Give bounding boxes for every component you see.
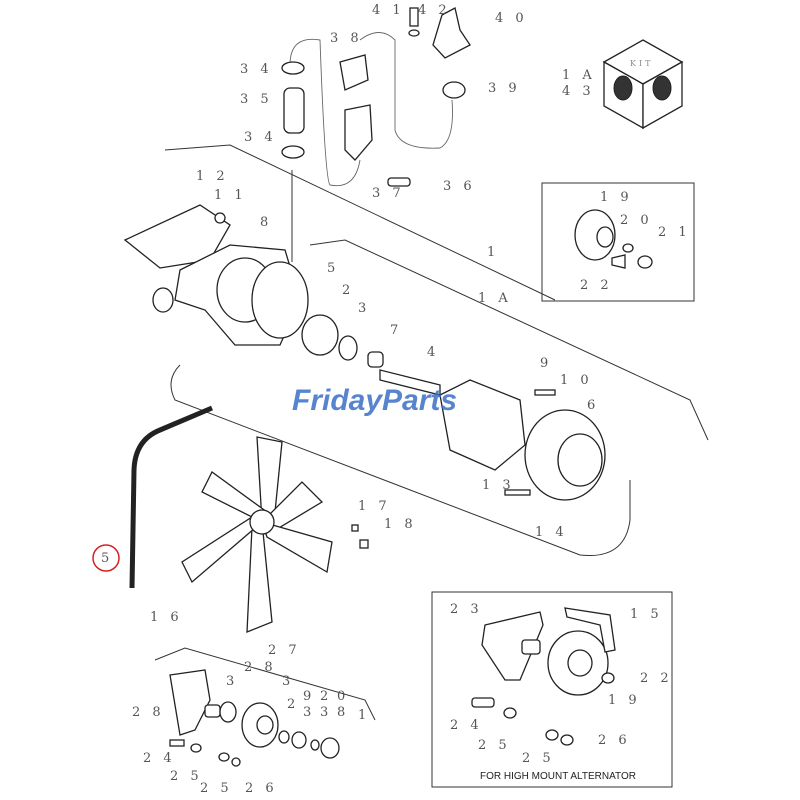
label-43[interactable]: 4 3 bbox=[562, 84, 595, 99]
label-27[interactable]: 2 7 bbox=[268, 643, 301, 658]
label-3[interactable]: 3 bbox=[358, 301, 370, 316]
label-21[interactable]: 2 1 bbox=[658, 225, 691, 240]
label-25[interactable]: 2 5 bbox=[478, 738, 511, 753]
label-5-belt[interactable]: 5 bbox=[101, 551, 113, 566]
label-15[interactable]: 1 5 bbox=[630, 607, 663, 622]
label-3[interactable]: 3 bbox=[282, 674, 294, 689]
kit-label: KIT bbox=[630, 59, 653, 68]
label-24[interactable]: 2 4 bbox=[450, 718, 483, 733]
label-6[interactable]: 6 bbox=[587, 398, 599, 413]
fan bbox=[181, 436, 333, 633]
label-2[interactable]: 2 bbox=[320, 689, 332, 704]
label-22[interactable]: 2 2 bbox=[640, 671, 673, 686]
label-25[interactable]: 2 5 bbox=[170, 769, 203, 784]
label-1[interactable]: 1 bbox=[487, 245, 499, 260]
label-9[interactable]: 9 bbox=[540, 356, 552, 371]
label-9[interactable]: 9 bbox=[303, 689, 315, 704]
label-19[interactable]: 1 9 bbox=[600, 190, 633, 205]
label-12[interactable]: 1 2 bbox=[196, 169, 229, 184]
label-35[interactable]: 3 5 bbox=[240, 92, 273, 107]
label-23[interactable]: 2 3 bbox=[450, 602, 483, 617]
label-14[interactable]: 1 4 bbox=[535, 525, 568, 540]
alternator-bracket-group bbox=[169, 669, 340, 767]
water-pump-group bbox=[123, 170, 606, 501]
label-38[interactable]: 3 8 bbox=[330, 31, 363, 46]
kit-box: KIT bbox=[602, 39, 684, 130]
label-36[interactable]: 3 6 bbox=[443, 179, 476, 194]
label-40[interactable]: 4 0 bbox=[495, 11, 528, 26]
label-16[interactable]: 1 6 bbox=[150, 610, 183, 625]
label-8[interactable]: 8 bbox=[260, 215, 272, 230]
thermostat-group bbox=[281, 7, 471, 187]
label-18[interactable]: 1 8 bbox=[384, 517, 417, 532]
label-10[interactable]: 1 0 bbox=[560, 373, 593, 388]
watermark: FridayParts bbox=[292, 384, 457, 417]
new-holland-logo bbox=[613, 75, 633, 101]
label-17[interactable]: 1 7 bbox=[358, 499, 391, 514]
label-34[interactable]: 3 4 bbox=[244, 130, 277, 145]
label-3[interactable]: 3 bbox=[303, 705, 315, 720]
label-5[interactable]: 5 bbox=[327, 261, 339, 276]
label-4[interactable]: 4 bbox=[427, 345, 439, 360]
label-25[interactable]: 2 5 bbox=[200, 781, 233, 796]
label-11[interactable]: 1 1 bbox=[214, 188, 247, 203]
label-28[interactable]: 2 8 bbox=[244, 660, 277, 675]
watermark-part1: Friday bbox=[292, 384, 383, 417]
label-41[interactable]: 4 1 bbox=[372, 3, 405, 18]
label-37[interactable]: 3 7 bbox=[372, 186, 405, 201]
label-2[interactable]: 2 bbox=[287, 697, 299, 712]
label-39[interactable]: 3 9 bbox=[488, 81, 521, 96]
new-holland-logo bbox=[652, 75, 672, 101]
group-brackets bbox=[154, 144, 709, 788]
inset-caption: FOR HIGH MOUNT ALTERNATOR bbox=[480, 771, 636, 782]
callout-labels: 4 1 4 2 4 0 3 8 3 4 3 9 3 5 3 4 3 7 3 6 … bbox=[92, 3, 691, 796]
high-mount-inset: FOR HIGH MOUNT ALTERNATOR bbox=[471, 607, 636, 782]
label-42[interactable]: 4 2 bbox=[418, 3, 451, 18]
label-3[interactable]: 3 bbox=[226, 674, 238, 689]
pulley-kit-group bbox=[574, 209, 653, 269]
label-7[interactable]: 7 bbox=[390, 323, 402, 338]
label-25[interactable]: 2 5 bbox=[522, 751, 555, 766]
label-26[interactable]: 2 6 bbox=[598, 733, 631, 748]
watermark-part2: Parts bbox=[382, 384, 457, 417]
label-3[interactable]: 3 bbox=[320, 705, 332, 720]
label-8[interactable]: 8 bbox=[337, 705, 349, 720]
label-22[interactable]: 2 2 bbox=[580, 278, 613, 293]
highlight-circle bbox=[92, 544, 120, 572]
label-1a[interactable]: 1 A bbox=[478, 291, 512, 306]
label-2[interactable]: 2 bbox=[342, 283, 354, 298]
label-1[interactable]: 1 bbox=[358, 708, 370, 723]
label-20[interactable]: 2 0 bbox=[620, 213, 653, 228]
label-19[interactable]: 1 9 bbox=[608, 693, 641, 708]
label-0[interactable]: 0 bbox=[337, 689, 349, 704]
fan-belt-group bbox=[129, 405, 369, 633]
label-26[interactable]: 2 6 bbox=[245, 781, 278, 796]
label-24[interactable]: 2 4 bbox=[143, 751, 176, 766]
label-28[interactable]: 2 8 bbox=[132, 705, 165, 720]
label-13[interactable]: 1 3 bbox=[482, 478, 515, 493]
label-1a[interactable]: 1 A bbox=[562, 68, 596, 83]
label-34[interactable]: 3 4 bbox=[240, 62, 273, 77]
